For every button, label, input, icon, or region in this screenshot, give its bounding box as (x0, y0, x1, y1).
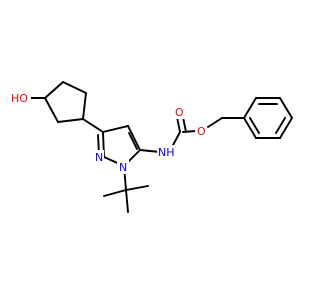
bond (125, 185, 149, 191)
bond (44, 97, 59, 123)
amide-nh-label: NH (158, 146, 175, 159)
carbonyl-bond (176, 116, 181, 133)
tert-butyl-group (103, 165, 149, 213)
bond (57, 118, 84, 123)
bond (243, 97, 257, 119)
ester-oxygen-label: O (197, 125, 206, 138)
bond (279, 117, 293, 139)
pyrazole-n1-label: N (119, 161, 127, 174)
cyclopentane-ring (44, 81, 87, 123)
bond (82, 92, 87, 120)
double-bond-inner (128, 132, 138, 150)
bond (139, 149, 161, 153)
benzene-ring (243, 97, 293, 139)
bond (125, 189, 129, 213)
atom-labels: HO N N NH O O (9, 91, 207, 174)
hydroxyl-label: HO (11, 92, 28, 105)
carbonyl-oxygen-label: O (175, 106, 184, 119)
carbonyl-bond (182, 116, 187, 133)
bond (82, 118, 104, 133)
bond (171, 131, 181, 148)
double-bond-inner (275, 117, 286, 134)
bond (62, 81, 87, 94)
bond (207, 117, 223, 128)
bond (103, 189, 127, 197)
bond (182, 130, 197, 133)
bond (127, 125, 141, 151)
bond (102, 125, 129, 133)
double-bond-inner (249, 117, 260, 134)
bond (243, 117, 257, 139)
bond (44, 81, 64, 99)
molecule-diagram: HO N N NH O O (9, 81, 293, 213)
bond (279, 97, 293, 119)
carbamate-group (139, 116, 245, 153)
pyrazole-n2-label: N (95, 151, 103, 164)
